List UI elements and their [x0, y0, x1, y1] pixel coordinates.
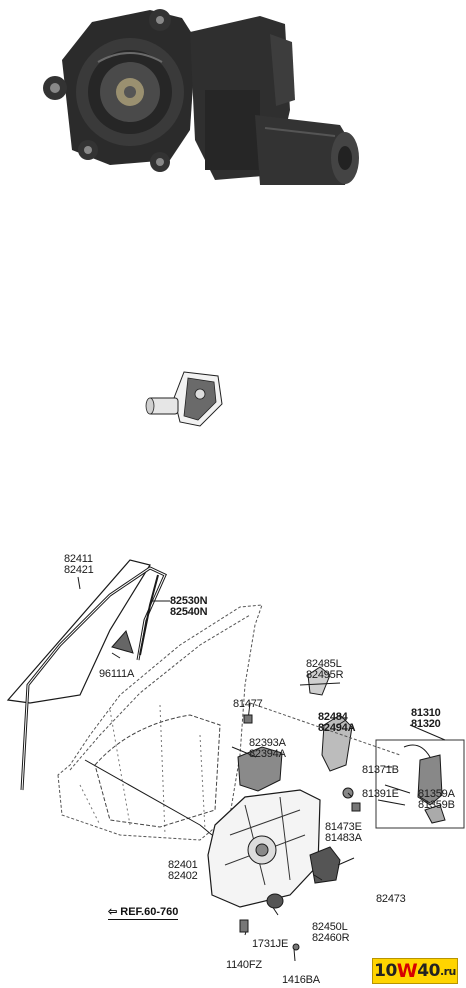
delta-trim: [111, 630, 134, 654]
label-81391e: 81391E: [362, 788, 399, 800]
label-81477: 81477: [233, 698, 263, 710]
label-82401: 82401 82402: [168, 859, 198, 882]
fastener-bolts: [239, 714, 361, 951]
label-82393a: 82393A 82394A: [249, 737, 286, 760]
label-1416ba: 1416BA: [282, 974, 320, 986]
label-96111a: 96111A: [99, 668, 135, 680]
window-motor-photo: [0, 0, 466, 240]
label-81359a: 81359A 81359B: [418, 788, 455, 811]
door-parts-diagram: [6, 559, 465, 962]
label-82485l: 82485L 82495R: [306, 658, 344, 681]
label-1140fz: 1140FZ: [226, 959, 262, 971]
label-1731je: 1731JE: [252, 938, 289, 950]
lock-bracket: [424, 804, 446, 824]
latch-box: [375, 739, 465, 829]
regulator-thumbnail: [145, 371, 223, 427]
label-82484: 82484 82494A: [318, 711, 356, 734]
ref-arrow-icon: ⇦: [108, 906, 121, 918]
handle-bracket: [307, 666, 331, 696]
label-81310: 81310 81320: [411, 707, 441, 730]
regulator-motor: [309, 846, 341, 884]
label-82530n: 82530N 82540N: [170, 595, 208, 618]
label-82450l: 82450L 82460R: [312, 921, 350, 944]
label-82473: 82473: [376, 893, 406, 905]
module-cover: [237, 746, 283, 792]
door-latch: [417, 754, 443, 806]
label-81371b: 81371B: [362, 764, 399, 776]
label-82411: 82411 82421: [64, 553, 94, 576]
door-handle: [321, 714, 353, 772]
label-81473e: 81473E 81483A: [325, 821, 362, 844]
reference-label: ⇦ REF.60-760: [108, 906, 179, 920]
